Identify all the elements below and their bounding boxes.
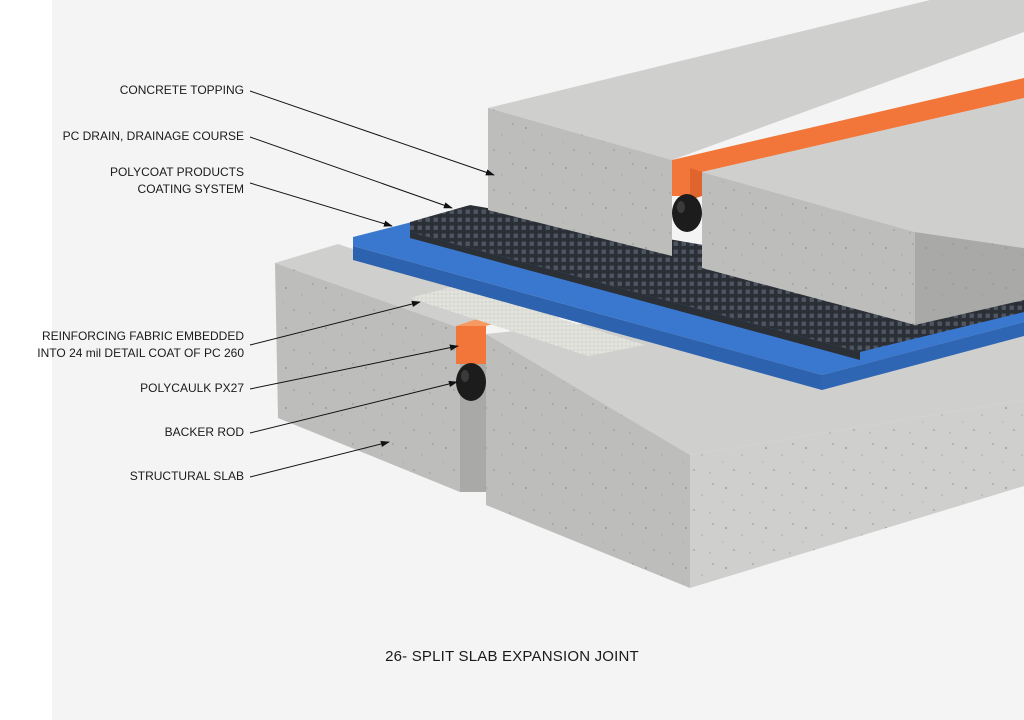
label-polycaulk: POLYCAULK PX27 [140,380,244,397]
label-coating-system: POLYCOAT PRODUCTS COATING SYSTEM [110,164,244,198]
label-coating-line2: COATING SYSTEM [137,182,244,196]
label-fabric-line2: INTO 24 mil DETAIL COAT OF PC 260 [37,346,244,360]
diagram-caption: 26- SPLIT SLAB EXPANSION JOINT [385,648,639,665]
label-concrete-topping: CONCRETE TOPPING [120,82,244,99]
leader-concrete-topping [249,90,495,176]
leader-pc-drain [249,136,453,209]
label-structural-slab: STRUCTURAL SLAB [130,468,244,485]
label-reinforcing-fabric: REINFORCING FABRIC EMBEDDED INTO 24 mil … [37,328,244,362]
label-polycaulk-text: POLYCAULK PX27 [140,381,244,395]
backer-rod-lower [456,363,486,401]
label-pc-drain-text: PC DRAIN, DRAINAGE COURSE [62,129,244,143]
leader-polycaulk [249,344,459,390]
polycaulk-upper [672,78,1024,200]
leader-structural-slab [249,440,390,478]
label-pc-drain: PC DRAIN, DRAINAGE COURSE [63,128,244,145]
reinforcing-fabric [410,286,645,356]
label-coating-line1: POLYCOAT PRODUCTS [109,165,244,179]
backer-rod-upper [672,194,702,232]
drainage-mat [410,205,1024,360]
leader-coating [249,182,393,227]
label-fabric-line1: REINFORCING FABRIC EMBEDDED [41,329,244,343]
leader-lines [249,90,495,478]
label-concrete-topping-text: CONCRETE TOPPING [119,83,244,97]
label-backer-rod: BACKER ROD [165,424,244,441]
label-structural-slab-text: STRUCTURAL SLAB [129,469,244,483]
structural-slab-left [275,244,560,492]
concrete-topping-right [702,98,1024,325]
label-backer-rod-text: BACKER ROD [164,425,244,439]
leader-fabric [249,300,421,346]
leader-backer-rod [249,380,458,434]
concrete-topping-left [488,0,1024,256]
